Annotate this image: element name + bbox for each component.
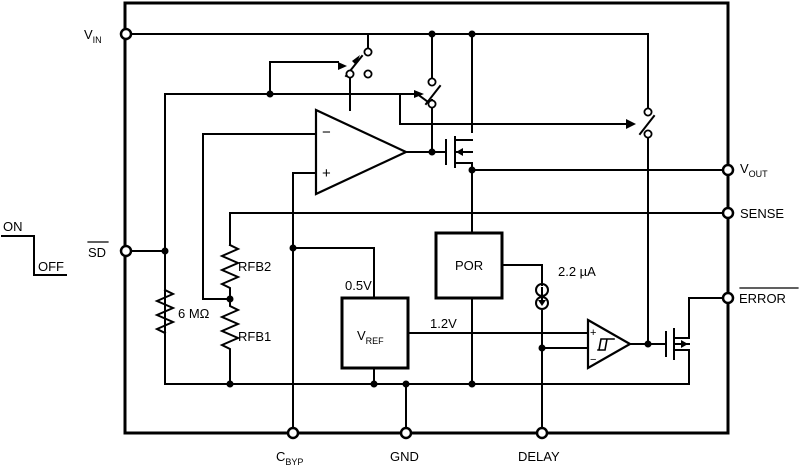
comp-plus-sign: + [590, 327, 596, 339]
pin-error [721, 291, 735, 305]
pin-cbyp [286, 426, 300, 440]
pass-transistor [445, 136, 473, 168]
on-off-legend: ON OFF [1, 219, 67, 276]
label-6meg: 6 MΩ [178, 306, 210, 321]
amp-plus-sign: + [322, 165, 331, 182]
pin-gnd [399, 426, 413, 440]
label-current: 2.2 µA [558, 264, 596, 279]
resistor-6meg [154, 288, 176, 335]
amp-minus-sign: − [322, 124, 331, 141]
error-fet [665, 328, 690, 360]
pin-delay [535, 426, 549, 440]
legend-on: ON [3, 219, 23, 234]
label-cbyp: CBYP [276, 449, 303, 467]
label-sense: SENSE [740, 206, 784, 221]
label-por: POR [455, 258, 483, 273]
error-amplifier [314, 108, 409, 196]
pin-vout [721, 163, 735, 177]
pin-sense [721, 206, 735, 220]
label-delay: DELAY [518, 449, 560, 464]
comp-minus-sign: − [590, 354, 596, 366]
label-0-5v: 0.5V [345, 278, 372, 293]
label-error: ERROR [739, 291, 786, 306]
label-sd: SD [88, 245, 106, 260]
switch-3 [626, 107, 656, 139]
chip-outline [123, 1, 730, 435]
pin-sd [119, 244, 133, 258]
label-vout: VOUT [740, 161, 768, 179]
label-vin: VIN [84, 27, 102, 45]
wiring [127, 33, 729, 431]
junction-dots [161, 30, 652, 388]
label-gnd: GND [390, 449, 419, 464]
current-source [535, 283, 549, 310]
pin-vin [119, 27, 133, 41]
delay-comparator [586, 318, 633, 370]
label-rfb2: RFB2 [238, 259, 271, 274]
switch-1 [338, 47, 373, 79]
label-rfb1: RFB1 [238, 329, 271, 344]
vref-block [340, 296, 410, 370]
label-vref: VREF [357, 328, 384, 346]
resistor-rfb1 [219, 298, 241, 355]
legend-off: OFF [38, 259, 64, 274]
label-1-2v: 1.2V [430, 316, 457, 331]
resistor-rfb2 [219, 243, 241, 300]
switch-2 [414, 77, 442, 109]
por-block [434, 231, 504, 300]
